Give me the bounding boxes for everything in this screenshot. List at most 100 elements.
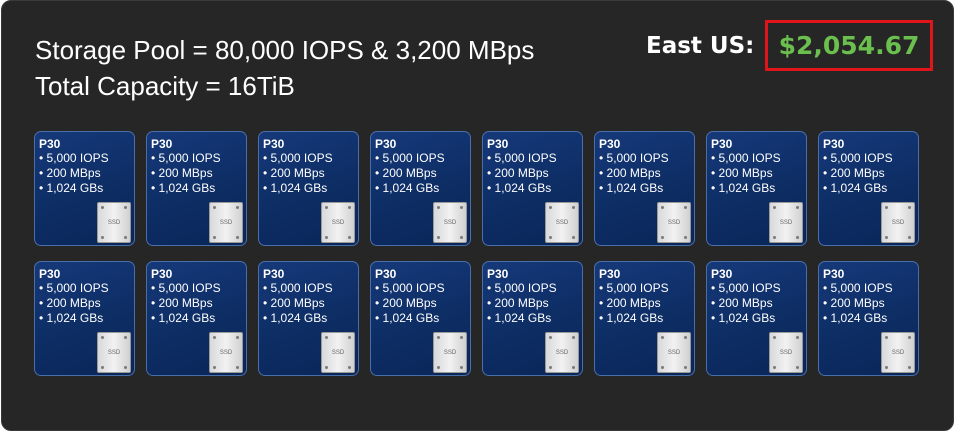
disk-spec-item: • 1,024 GBs — [711, 181, 776, 195]
screw-icon — [437, 206, 440, 209]
disk-spec-item: • 5,000 IOPS — [39, 281, 109, 295]
ssd-drive-icon: SSD — [209, 202, 243, 243]
disk-spec-item: • 1,024 GBs — [39, 181, 104, 195]
screw-icon — [348, 236, 351, 239]
screw-icon — [684, 236, 687, 239]
ssd-icon-label: SSD — [555, 349, 569, 356]
ssd-icon-label: SSD — [331, 219, 345, 226]
screw-icon — [437, 236, 440, 239]
disk-spec-item: • 200 MBps — [599, 166, 661, 180]
screw-icon — [437, 336, 440, 339]
disk-spec-item: • 5,000 IOPS — [263, 281, 333, 295]
disk-spec-item: • 1,024 GBs — [487, 311, 552, 325]
ssd-icon-label: SSD — [107, 349, 121, 356]
screw-icon — [460, 236, 463, 239]
ssd-drive-icon: SSD — [657, 202, 691, 243]
disk-tier-label: P30 — [39, 137, 61, 151]
disk-spec-item: • 200 MBps — [151, 166, 213, 180]
region-label: East US: — [646, 33, 755, 59]
screw-icon — [213, 206, 216, 209]
disk-spec-item: • 200 MBps — [39, 166, 101, 180]
screw-icon — [236, 206, 239, 209]
ssd-icon-label: SSD — [891, 219, 905, 226]
ssd-icon-label: SSD — [779, 219, 793, 226]
disk-spec-item: • 1,024 GBs — [375, 311, 440, 325]
screw-icon — [213, 236, 216, 239]
screw-icon — [549, 206, 552, 209]
screw-icon — [124, 236, 127, 239]
ssd-drive-icon: SSD — [545, 202, 579, 243]
screw-icon — [773, 236, 776, 239]
screw-icon — [572, 236, 575, 239]
ssd-icon-label: SSD — [667, 349, 681, 356]
screw-icon — [885, 236, 888, 239]
disk-tier-label: P30 — [711, 267, 733, 281]
screw-icon — [460, 366, 463, 369]
ssd-drive-icon: SSD — [769, 202, 803, 243]
screw-icon — [124, 336, 127, 339]
ssd-drive-icon: SSD — [769, 332, 803, 373]
disk-spec-item: • 5,000 IOPS — [487, 281, 557, 295]
disk-spec-item: • 200 MBps — [823, 296, 885, 310]
screw-icon — [325, 206, 328, 209]
screw-icon — [908, 366, 911, 369]
disk-tier-label: P30 — [823, 267, 845, 281]
screw-icon — [661, 336, 664, 339]
ssd-drive-icon: SSD — [209, 332, 243, 373]
screw-icon — [101, 336, 104, 339]
screw-icon — [684, 206, 687, 209]
disk-tier-label: P30 — [487, 137, 509, 151]
screw-icon — [661, 366, 664, 369]
disk-tier-label: P30 — [39, 267, 61, 281]
disk-spec-item: • 1,024 GBs — [823, 311, 888, 325]
ssd-icon-label: SSD — [667, 219, 681, 226]
disk-spec-item: • 5,000 IOPS — [263, 151, 333, 165]
screw-icon — [885, 206, 888, 209]
disk-spec-item: • 200 MBps — [263, 296, 325, 310]
screw-icon — [773, 206, 776, 209]
screw-icon — [348, 206, 351, 209]
screw-icon — [661, 236, 664, 239]
screw-icon — [236, 366, 239, 369]
screw-icon — [661, 206, 664, 209]
screw-icon — [908, 236, 911, 239]
disk-spec-item: • 1,024 GBs — [599, 311, 664, 325]
ssd-drive-icon: SSD — [881, 332, 915, 373]
screw-icon — [549, 336, 552, 339]
disk-spec-item: • 5,000 IOPS — [151, 281, 221, 295]
screw-icon — [572, 206, 575, 209]
ssd-icon-label: SSD — [443, 219, 457, 226]
ssd-icon-label: SSD — [107, 219, 121, 226]
pool-summary: Storage Pool = 80,000 IOPS & 3,200 MBps … — [35, 32, 534, 104]
screw-icon — [684, 336, 687, 339]
screw-icon — [885, 336, 888, 339]
screw-icon — [796, 366, 799, 369]
disk-tier-label: P30 — [263, 137, 285, 151]
ssd-drive-icon: SSD — [433, 332, 467, 373]
monthly-price: $2,054.67 — [778, 31, 920, 60]
screw-icon — [796, 236, 799, 239]
ssd-icon-label: SSD — [891, 349, 905, 356]
disk-spec-item: • 5,000 IOPS — [599, 151, 669, 165]
disk-spec-item: • 200 MBps — [263, 166, 325, 180]
disk-tier-label: P30 — [823, 137, 845, 151]
screw-icon — [101, 366, 104, 369]
disk-spec-item: • 200 MBps — [599, 296, 661, 310]
screw-icon — [908, 206, 911, 209]
disk-spec-item: • 1,024 GBs — [263, 181, 328, 195]
ssd-icon-label: SSD — [219, 219, 233, 226]
disk-spec-item: • 5,000 IOPS — [39, 151, 109, 165]
disk-spec-item: • 1,024 GBs — [39, 311, 104, 325]
screw-icon — [213, 366, 216, 369]
disk-spec-item: • 200 MBps — [39, 296, 101, 310]
disk-spec-item: • 1,024 GBs — [599, 181, 664, 195]
ssd-drive-icon: SSD — [881, 202, 915, 243]
screw-icon — [796, 336, 799, 339]
ssd-drive-icon: SSD — [321, 202, 355, 243]
disk-spec-item: • 200 MBps — [151, 296, 213, 310]
disk-tier-label: P30 — [151, 267, 173, 281]
